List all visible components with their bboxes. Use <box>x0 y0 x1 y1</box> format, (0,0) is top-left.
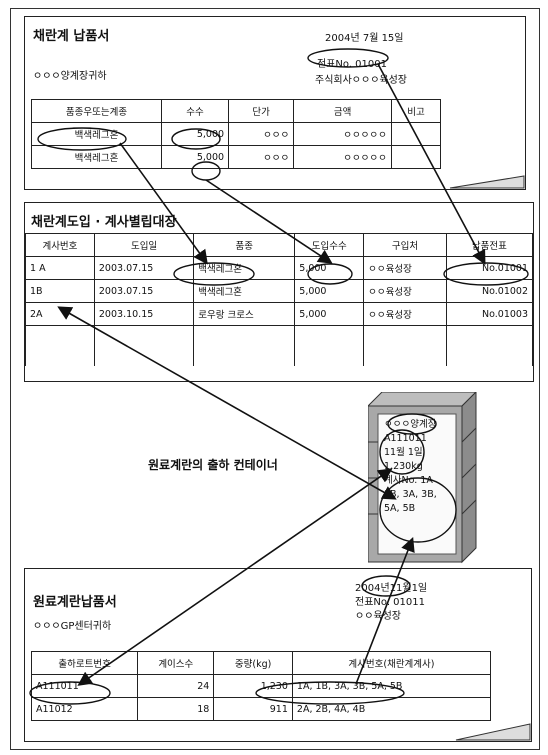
doc3-header: 출하로트번호 <box>30 651 139 675</box>
cell-breed: 백색레그혼 <box>31 145 162 169</box>
doc3-header: 중량(kg) <box>213 651 293 675</box>
table-row: A11012 18 911 2A, 2B, 4A, 4B <box>30 697 492 721</box>
cell-source: ㅇㅇ육성장 <box>363 256 447 280</box>
cell-date: 2003.10.15 <box>93 302 195 326</box>
raw-egg-delivery-slip: 원료계란납품서 ㅇㅇㅇGP센터귀하 2004년11월1일 전표No. 01011… <box>24 568 532 742</box>
tag-line: 1B, 3A, 3B, <box>384 489 437 500</box>
doc1-table: 품종우또는계종 수수 단가 금액 비고 백색레그혼 5,000 ㅇㅇㅇ ㅇㅇㅇㅇ… <box>31 99 442 169</box>
doc3-supplier: ㅇㅇ육성장 <box>355 611 401 622</box>
doc3-title: 원료계란납품서 <box>33 595 117 610</box>
cell-slip: No.01001 <box>445 256 534 280</box>
cell-house-no: 2A <box>25 302 95 326</box>
doc2-header: 도입수수 <box>294 233 365 257</box>
cell-amount: ㅇㅇㅇㅇㅇ <box>293 145 392 169</box>
doc3-header: 계사번호(채란계계사) <box>291 651 492 675</box>
cell-remark <box>390 145 442 169</box>
cell-count: 5,000 <box>294 302 365 326</box>
egg-hen-delivery-slip: 채란계 납품서 2004년 7월 15일 전표No. 01001 ㅇㅇㅇ양계장귀… <box>24 16 526 190</box>
doc1-header: 비고 <box>390 99 442 123</box>
tag-line: 1,230kg <box>384 461 423 472</box>
cell-slip: No.01003 <box>445 302 534 326</box>
cell-lot-no: A11012 <box>30 697 139 721</box>
cell-breed: 로우랑 크로스 <box>193 302 296 326</box>
cell-breed: 백색레그혼 <box>31 122 162 146</box>
tag-line: 계사No. 1A <box>384 475 433 486</box>
cell-count: 5,000 <box>294 256 365 280</box>
doc2-header: 도입일 <box>93 233 195 257</box>
doc2-table: 계사번호 도입일 품종 도입수수 구입처 납품전표 1 A 2003.07.15… <box>25 233 534 366</box>
doc2-header: 구입처 <box>363 233 447 257</box>
tag-line: 11월 1일 <box>384 447 423 458</box>
tag-line: ㅇㅇㅇ양계장 <box>384 419 437 430</box>
cell-cases: 24 <box>137 674 215 698</box>
table-row: 1 A 2003.07.15 백색레그혼 5,000 ㅇㅇ육성장 No.0100… <box>25 256 534 280</box>
doc1-recipient: ㅇㅇㅇ양계장귀하 <box>33 71 107 82</box>
cell-lot-no: A111011 <box>30 674 139 698</box>
cell-houses: 1A, 1B, 3A, 3B, 5A, 5B <box>291 674 492 698</box>
table-row: 백색레그혼 5,000 ㅇㅇㅇ ㅇㅇㅇㅇㅇ <box>31 122 442 146</box>
container-tag: ㅇㅇㅇ양계장 A111011 11월 1일 1,230kg 계사No. 1A 1… <box>384 418 460 516</box>
cell-remark <box>390 122 442 146</box>
doc3-recipient: ㅇㅇㅇGP센터귀하 <box>33 621 112 632</box>
cell-count: 5,000 <box>160 145 230 169</box>
cell-houses: 2A, 2B, 4A, 4B <box>291 697 492 721</box>
cell-house-no: 1 A <box>25 256 95 280</box>
cell-breed: 백색레그혼 <box>193 256 296 280</box>
hen-house-register: 채란계도입 · 계사별립대장 계사번호 도입일 품종 도입수수 구입처 납품전표… <box>24 202 534 382</box>
cell-breed: 백색레그혼 <box>193 279 296 303</box>
doc3-slip-no: 전표No. 01011 <box>355 597 425 608</box>
cell-cases: 18 <box>137 697 215 721</box>
table-row: 백색레그혼 5,000 ㅇㅇㅇ ㅇㅇㅇㅇㅇ <box>31 145 442 169</box>
cell-date: 2003.07.15 <box>93 279 195 303</box>
cell-count: 5,000 <box>160 122 230 146</box>
doc2-header: 납품전표 <box>445 233 534 257</box>
doc1-slip-no: 전표No. 01001 <box>317 59 387 70</box>
doc1-header: 수수 <box>160 99 230 123</box>
doc2-header: 품종 <box>193 233 296 257</box>
doc3-table: 출하로트번호 계이스수 중량(kg) 계사번호(채란계계사) A111011 2… <box>30 651 492 721</box>
tag-line: A111011 <box>384 433 427 444</box>
doc1-header: 금액 <box>293 99 392 123</box>
doc1-supplier: 주식회사ㅇㅇㅇ육성장 <box>315 75 407 86</box>
table-row: 1B 2003.07.15 백색레그혼 5,000 ㅇㅇ육성장 No.01002 <box>25 279 534 303</box>
cell-unit-price: ㅇㅇㅇ <box>228 122 295 146</box>
cell-house-no: 1B <box>25 279 95 303</box>
cell-amount: ㅇㅇㅇㅇㅇ <box>293 122 392 146</box>
doc3-date: 2004년11월1일 <box>355 583 428 594</box>
cell-weight: 1,230 <box>213 674 293 698</box>
container-label: 원료계란의 출하 컨테이너 <box>148 458 278 472</box>
doc1-header: 품종우또는계종 <box>31 99 162 123</box>
table-row: 2A 2003.10.15 로우랑 크로스 5,000 ㅇㅇ육성장 No.010… <box>25 302 534 326</box>
cell-source: ㅇㅇ육성장 <box>363 302 447 326</box>
doc1-title: 채란계 납품서 <box>33 29 110 44</box>
doc1-header: 단가 <box>228 99 295 123</box>
cell-source: ㅇㅇ육성장 <box>363 279 447 303</box>
cell-weight: 911 <box>213 697 293 721</box>
cell-count: 5,000 <box>294 279 365 303</box>
cell-unit-price: ㅇㅇㅇ <box>228 145 295 169</box>
doc2-header: 계사번호 <box>25 233 95 257</box>
doc1-date: 2004년 7월 15일 <box>325 33 404 44</box>
table-row: A111011 24 1,230 1A, 1B, 3A, 3B, 5A, 5B <box>30 674 492 698</box>
cell-slip: No.01002 <box>445 279 534 303</box>
doc2-title: 채란계도입 · 계사별립대장 <box>31 215 177 230</box>
cell-date: 2003.07.15 <box>93 256 195 280</box>
tag-line: 5A, 5B <box>384 503 416 514</box>
doc3-header: 계이스수 <box>137 651 215 675</box>
figure-frame <box>10 8 540 750</box>
